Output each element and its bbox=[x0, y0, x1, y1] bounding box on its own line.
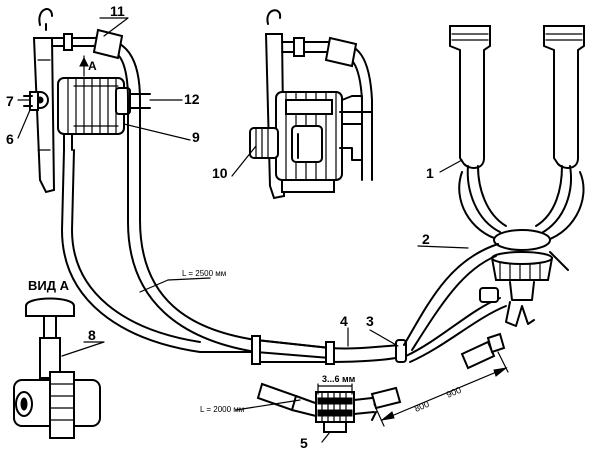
dim-span-line bbox=[381, 367, 507, 421]
callout-labels: 11 12 9 7 6 10 1 2 3 4 5 8 A ВИД А L = 2… bbox=[6, 3, 463, 451]
arrow-a-head bbox=[79, 56, 89, 67]
leader-1 bbox=[439, 159, 463, 173]
leader-6 bbox=[17, 109, 31, 139]
label-7: 7 bbox=[6, 93, 14, 109]
dim-short-hose: L = 2000 мм bbox=[200, 405, 244, 414]
leader-9 bbox=[123, 123, 191, 141]
dim-gap-line bbox=[317, 383, 353, 395]
label-10: 10 bbox=[212, 165, 228, 181]
label-2: 2 bbox=[422, 231, 430, 247]
label-6: 6 bbox=[6, 131, 14, 147]
label-1: 1 bbox=[426, 165, 434, 181]
dimension-lines bbox=[139, 277, 509, 427]
label-5: 5 bbox=[300, 435, 308, 451]
label-11: 11 bbox=[110, 3, 125, 19]
hose-end-right bbox=[370, 386, 402, 410]
dim-leader-long bbox=[167, 277, 211, 281]
hose-2-outer bbox=[403, 243, 499, 346]
hook-middle bbox=[266, 9, 282, 25]
hose-joint-mid bbox=[325, 341, 335, 365]
pulsator-chamber bbox=[291, 125, 323, 163]
label-3: 3 bbox=[366, 313, 374, 329]
label-4: 4 bbox=[340, 313, 348, 329]
view-a-title: ВИД А bbox=[28, 278, 70, 293]
label-9: 9 bbox=[192, 129, 200, 145]
leader-8 bbox=[61, 341, 105, 357]
teat-cup-left bbox=[449, 25, 491, 169]
detached-coupling bbox=[460, 332, 506, 370]
bracket-plate bbox=[32, 37, 56, 194]
leader-11 bbox=[99, 17, 129, 37]
label-12: 12 bbox=[184, 91, 200, 107]
left-bracket-assembly bbox=[23, 8, 151, 194]
leader-3 bbox=[369, 329, 399, 347]
collector-cap bbox=[493, 229, 551, 251]
middle-bracket-assembly bbox=[249, 9, 373, 200]
dim-leader-short bbox=[235, 399, 301, 411]
view-a-detail bbox=[13, 297, 101, 439]
collector-assembly bbox=[403, 25, 585, 363]
dim-gap: 3...6 мм bbox=[322, 374, 356, 384]
arrow-a-label: A bbox=[88, 59, 97, 73]
hose-joint-left bbox=[251, 335, 261, 365]
hook-left bbox=[38, 8, 53, 26]
leader-lines bbox=[17, 17, 469, 443]
leader-5 bbox=[321, 431, 331, 443]
knob-8 bbox=[25, 297, 75, 317]
vacuum-hose-outer bbox=[61, 149, 257, 353]
lever-10 bbox=[249, 127, 279, 159]
dim-long-hose: L = 2500 мм bbox=[182, 269, 226, 278]
label-8: 8 bbox=[88, 327, 96, 343]
leader-2 bbox=[417, 245, 469, 249]
milk-hose-outer bbox=[91, 36, 331, 349]
coupling-5 bbox=[256, 382, 402, 433]
teat-cup-right bbox=[543, 25, 585, 169]
leader-10 bbox=[231, 145, 257, 177]
